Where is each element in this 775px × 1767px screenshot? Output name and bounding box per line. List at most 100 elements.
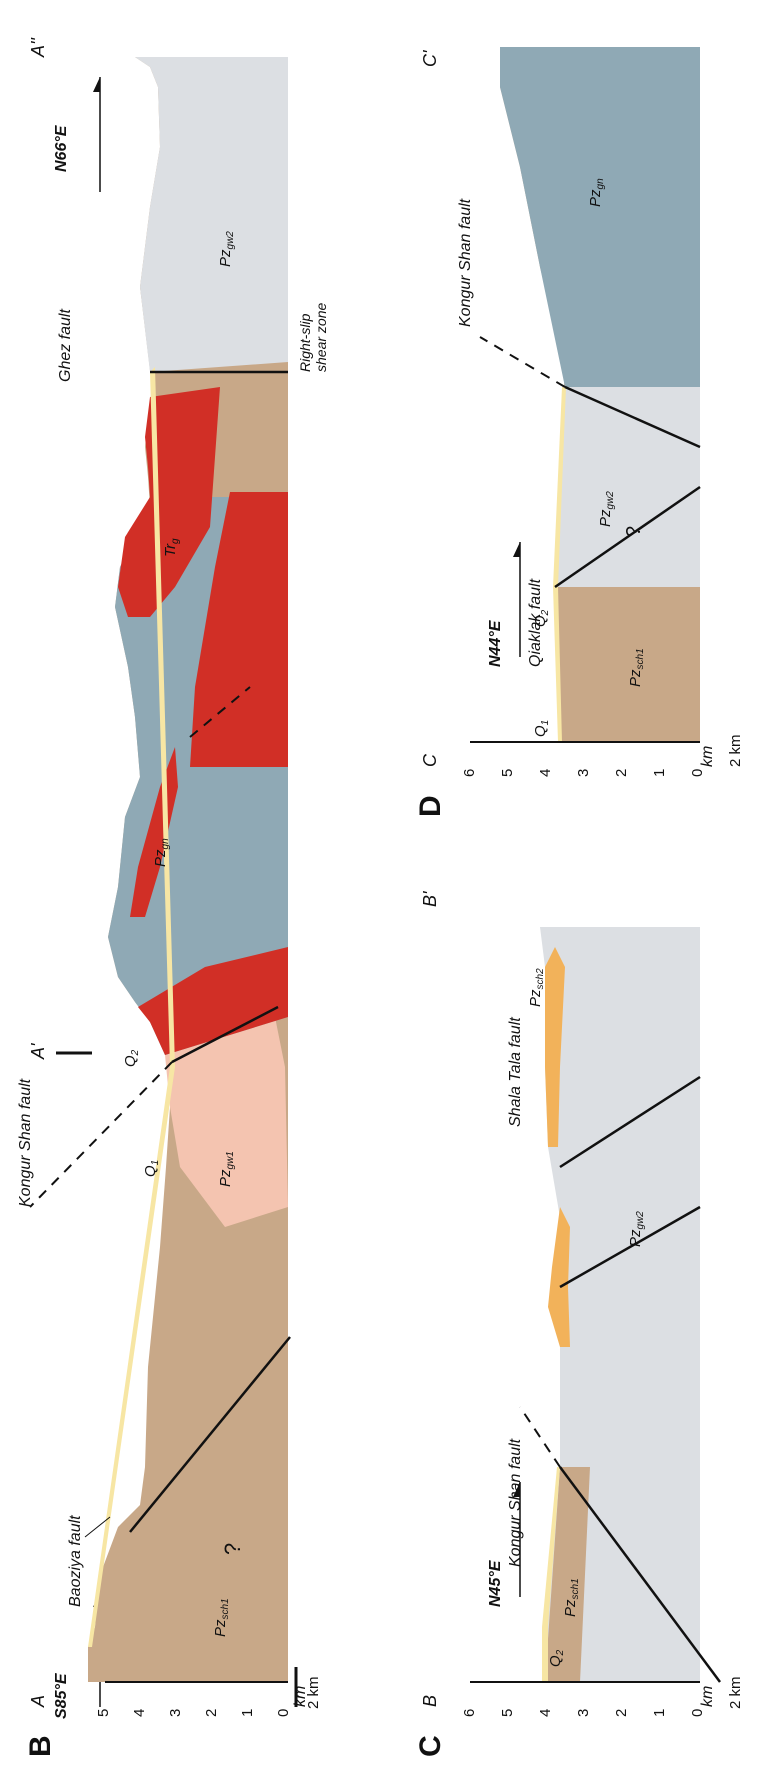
- kongur-shan-fault-line: [171, 1005, 279, 1064]
- unit-greywacke1: [165, 1017, 288, 1227]
- unit-granite-3: [118, 387, 220, 617]
- kongur-shan-fault-d: [564, 385, 701, 449]
- panel-c: C B B' N45°E Kongur Shan fault Shala Tal…: [414, 891, 744, 1757]
- unit-greywacke2: [135, 57, 288, 372]
- query-mark-d: ?: [623, 526, 645, 537]
- tick-label: 6: [461, 1709, 478, 1717]
- unit-labels-b: Pzsch1 Pzgw1 Pzgn Pzgw2 Trg Q1 Q2: [122, 231, 236, 1637]
- label-pz-sch2-c: Pz: [527, 989, 544, 1007]
- tick-label: 0: [275, 1709, 292, 1717]
- label-pz-gw2-d: Pz: [597, 509, 614, 527]
- label-q2-d: Q: [532, 615, 549, 627]
- svg-text:Pzgw2: Pzgw2: [597, 491, 616, 527]
- fault-label-shala-tala: Shala Tala fault: [507, 1017, 524, 1127]
- tick-label: 3: [575, 769, 592, 777]
- label-q1: Q: [142, 1165, 159, 1177]
- shear-zone-label-1: Right-slip: [297, 313, 313, 372]
- axis-unit-d: km: [699, 746, 716, 767]
- tick-label: 2: [203, 1709, 220, 1717]
- svg-text:Pzgw2: Pzgw2: [217, 231, 236, 267]
- axis-unit-c: km: [699, 1686, 716, 1707]
- svg-text:Pzsch1: Pzsch1: [212, 1598, 231, 1637]
- unit-greywacke2-d: [555, 387, 700, 587]
- unit-schist-c: [545, 1467, 590, 1682]
- tick-label: 2: [613, 1709, 630, 1717]
- svg-text:Q2: Q2: [122, 1049, 141, 1067]
- tick-label: 4: [131, 1709, 148, 1717]
- label-pz-gw2-c: Pz: [627, 1229, 644, 1247]
- point-a1-label: A': [28, 1043, 48, 1060]
- tick-label: 1: [651, 1709, 668, 1717]
- svg-text:Pzsch2: Pzsch2: [527, 968, 546, 1007]
- direction-d-label: N44°E: [487, 619, 504, 667]
- qiaklak-fault-line: [554, 485, 701, 589]
- panel-d: D C C' N44°E Qiaklak fault Kongur Shan f…: [414, 47, 744, 817]
- tick-label: 5: [499, 769, 516, 777]
- tick-label: 5: [499, 1709, 516, 1717]
- label-pz-sch1-c: Pz: [562, 1599, 579, 1617]
- direction-left-label: S85°E: [53, 1672, 70, 1719]
- label-pz-gn-d: Pz: [587, 189, 604, 207]
- leader-line: [84, 1516, 111, 1538]
- kongur-shan-fault-projection: [29, 1061, 173, 1208]
- svg-text:Pzgn: Pzgn: [587, 178, 606, 207]
- baoziya-fault-line: [129, 1336, 291, 1533]
- scale-label-d: 2 km: [727, 734, 744, 767]
- tick-label: 4: [537, 769, 554, 777]
- tick-label: 3: [167, 1709, 184, 1717]
- fault-label-kongur-d: Kongur Shan fault: [457, 198, 474, 327]
- point-a-label: A: [28, 1695, 48, 1708]
- scale-label-c: 2 km: [727, 1676, 744, 1709]
- panel-c-letter: C: [414, 1735, 447, 1757]
- label-pz-gw1: Pz: [217, 1169, 234, 1187]
- tick-label: 1: [239, 1709, 256, 1717]
- panel-b-letter: B: [24, 1735, 57, 1757]
- scale-label-b: 2 km: [305, 1676, 322, 1709]
- tick-label: 3: [575, 1709, 592, 1717]
- label-pz-gn: Pz: [152, 849, 169, 867]
- unit-quaternary-d: [553, 387, 566, 742]
- query-mark: ?: [220, 1543, 245, 1555]
- unit-labels-d: Pzsch1 Pzgw2 Pzgn Q1 Q2: [532, 178, 646, 737]
- kongur-shan-fault-d-projection: [479, 336, 566, 388]
- tick-label: 4: [537, 1709, 554, 1717]
- label-pz-sch1-d: Pz: [627, 669, 644, 687]
- panel-c-axis: km 6 5 4 3 2 1 0: [461, 1681, 716, 1717]
- svg-text:Q2: Q2: [532, 609, 551, 627]
- kongur-shan-fault-c-projection: [519, 1406, 561, 1468]
- unit-gneiss-d: [500, 47, 700, 387]
- tick-label: 1: [651, 769, 668, 777]
- unit-schist2-c-1: [548, 1207, 570, 1347]
- shear-zone-label-2: shear zone: [313, 303, 329, 372]
- tick-label: 0: [689, 769, 706, 777]
- kongur-shan-fault-c: [558, 1466, 722, 1683]
- svg-text:Pzsch1: Pzsch1: [627, 648, 646, 687]
- label-q2: Q: [122, 1055, 139, 1067]
- unit-quaternary-c: [542, 1467, 560, 1682]
- panel-d-axis: km 6 5 4 3 2 1 0: [461, 741, 716, 777]
- panel-d-letter: D: [414, 795, 447, 817]
- label-pz-sch1: Pz: [212, 1619, 229, 1637]
- point-b-label: B: [420, 1695, 440, 1707]
- tick-label: 5: [95, 1709, 112, 1717]
- svg-text:Q1: Q1: [142, 1160, 161, 1177]
- point-a2-label: A'': [28, 38, 48, 58]
- panel-b: B A A'' A' S85°E N66°E Baoziya fault Kon…: [17, 38, 329, 1757]
- svg-text:Pzgw2: Pzgw2: [627, 1211, 646, 1247]
- svg-text:Pzsch1: Pzsch1: [562, 1578, 581, 1617]
- unit-granite-1: [138, 947, 288, 1055]
- unit-schist2-c-2: [545, 947, 565, 1147]
- unit-granite-2: [190, 492, 288, 767]
- tick-label: 6: [461, 769, 478, 777]
- point-b1-label: B': [420, 891, 440, 907]
- svg-text:Trg: Trg: [162, 538, 181, 557]
- tick-label: 0: [689, 1709, 706, 1717]
- point-c-label: C: [420, 753, 440, 767]
- svg-text:Pzgw1: Pzgw1: [217, 1151, 236, 1187]
- label-pz-gw2: Pz: [217, 249, 234, 267]
- normal-fault-dashed: [189, 686, 251, 738]
- fault-label-baoziya: Baoziya fault: [67, 1515, 84, 1607]
